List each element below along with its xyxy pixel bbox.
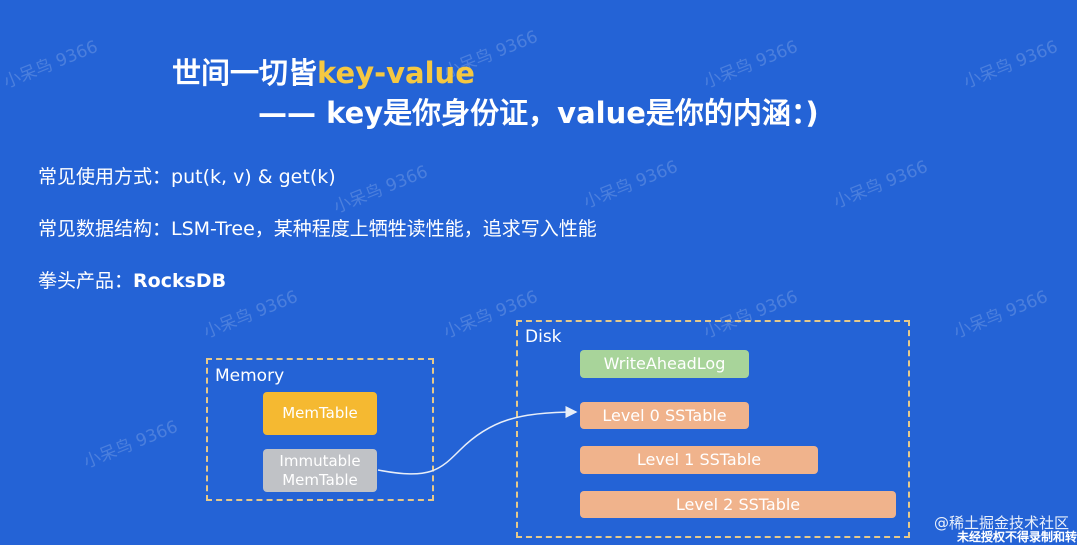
watermark: 小呆鸟 9366 (0, 36, 101, 93)
title-highlight: key-value (317, 56, 475, 90)
watermark: 小呆鸟 9366 (950, 286, 1051, 343)
disk-label: Disk (525, 327, 562, 347)
wal-block: WriteAheadLog (580, 350, 749, 378)
bullet-usage: 常见使用方式：put(k, v) & get(k) (38, 162, 336, 189)
level0-sstable-block: Level 0 SSTable (580, 402, 749, 429)
bullet-label: 常见数据结构： (38, 218, 172, 240)
watermark: 小呆鸟 9366 (830, 156, 931, 213)
immutable-line1: Immutable (279, 452, 361, 470)
title-prefix: 世间一切皆 (172, 56, 318, 90)
bullet-value: LSM-Tree，某种程度上牺牲读性能，追求写入性能 (171, 218, 597, 240)
bullet-structure: 常见数据结构：LSM-Tree，某种程度上牺牲读性能，追求写入性能 (38, 214, 597, 241)
level1-sstable-block: Level 1 SSTable (580, 446, 818, 474)
bullet-label: 常见使用方式： (38, 166, 172, 188)
immutable-line2: MemTable (282, 471, 358, 489)
level2-sstable-block: Level 2 SSTable (580, 491, 896, 518)
watermark: 小呆鸟 9366 (80, 416, 181, 473)
memory-label: Memory (215, 366, 285, 386)
immutable-memtable-block: Immutable MemTable (263, 449, 377, 492)
watermark: 小呆鸟 9366 (960, 36, 1061, 93)
watermark: 小呆鸟 9366 (330, 161, 431, 218)
page-subtitle: —— key是你身份证，value是你的内涵：) (258, 96, 819, 130)
bullet-value: put(k, v) & get(k) (171, 166, 336, 188)
bullet-label: 拳头产品： (38, 270, 134, 292)
bullet-value: RocksDB (133, 270, 227, 292)
footer-note: 未经授权不得录制和转 (956, 530, 1077, 544)
memtable-block: MemTable (263, 392, 377, 435)
watermark: 小呆鸟 9366 (580, 156, 681, 213)
watermark: 小呆鸟 9366 (700, 36, 801, 93)
bullet-product: 拳头产品：RocksDB (38, 266, 226, 293)
page-title: 世间一切皆key-value (172, 50, 475, 92)
footer-brand: @稀土掘金技术社区 (933, 514, 1069, 532)
